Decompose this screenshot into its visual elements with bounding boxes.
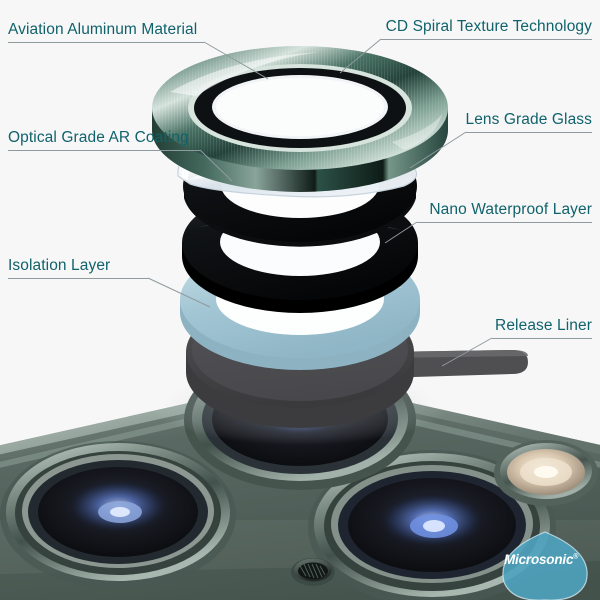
label-isolation-layer: Isolation Layer [8, 257, 111, 274]
label-nano-waterproof-layer: Nano Waterproof Layer [429, 201, 592, 218]
leader-line [199, 149, 233, 182]
flash-module [494, 440, 598, 506]
label-aviation-aluminum-material: Aviation Aluminum Material [8, 21, 198, 38]
label-underline-isolation-layer [8, 278, 148, 279]
label-underline-aviation-aluminum-material [8, 42, 204, 43]
brand-name: Microsonic [504, 552, 574, 567]
leader-group [147, 38, 493, 367]
label-lens-grade-glass: Lens Grade Glass [465, 111, 592, 128]
label-cd-spiral-texture-technology: CD Spiral Texture Technology [385, 18, 592, 35]
label-underline-optical-grade-ar-coating [8, 150, 200, 151]
camera-lens-left [0, 441, 236, 589]
microsonic-badge [502, 531, 588, 600]
label-underline-cd-spiral-texture-technology [381, 39, 592, 40]
label-underline-lens-grade-glass [466, 132, 592, 133]
layer-aviation-aluminum-ring [152, 46, 448, 192]
microsonic-badge-label: Microsonic® [504, 552, 578, 567]
label-underline-release-liner [492, 338, 592, 339]
leader-line [441, 337, 493, 367]
leader-line [409, 131, 467, 169]
leader-line [384, 221, 418, 244]
label-underline-nano-waterproof-layer [417, 222, 592, 223]
leader-line [339, 38, 382, 74]
label-release-liner: Release Liner [495, 317, 592, 334]
camera-lens-right [308, 450, 556, 600]
registered-mark: ® [573, 553, 579, 561]
label-optical-grade-ar-coating: Optical Grade AR Coating [8, 129, 189, 146]
leader-line [147, 277, 211, 308]
leader-line [203, 41, 269, 80]
microphone-grille [291, 558, 335, 586]
